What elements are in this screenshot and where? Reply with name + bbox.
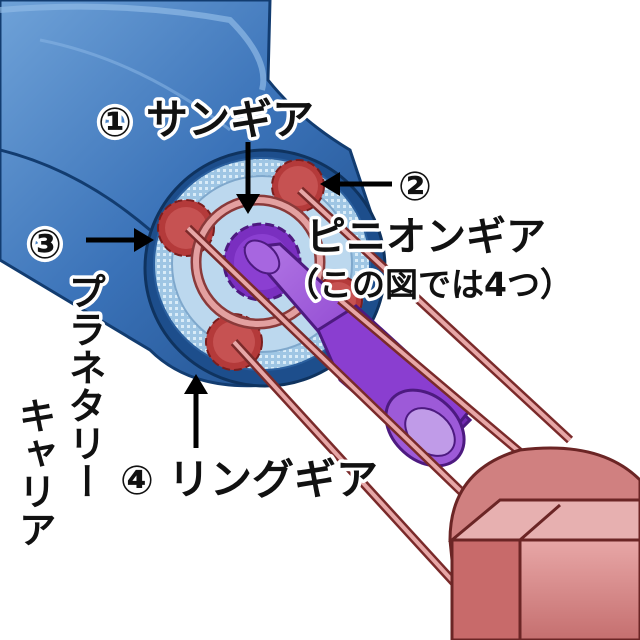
- arrow-carrier: [86, 228, 154, 252]
- carrier-number: ③: [28, 222, 62, 268]
- ring-gear-label: リングギア: [168, 455, 378, 504]
- carrier-block: [447, 446, 640, 640]
- pinion-label: ピニオンギア: [306, 214, 546, 260]
- arrow-pinion: [320, 172, 392, 196]
- sun-shaft: [243, 239, 473, 468]
- carrier-label: プラネタリー: [62, 272, 106, 500]
- sun-gear-label: サンギア: [146, 95, 314, 144]
- arrow-sun-gear: [236, 142, 260, 214]
- sun-gear-number: ①: [98, 100, 132, 146]
- pinion-note: （この図では4つ）: [286, 265, 573, 304]
- carrier-rods: [184, 186, 603, 604]
- arrow-ring-gear: [184, 374, 208, 448]
- pinion-number: ②: [398, 164, 432, 210]
- carrier-ring: [190, 194, 326, 330]
- ring-gear-number: ④: [120, 458, 154, 504]
- carrier-label-line2: キャリア: [12, 396, 56, 548]
